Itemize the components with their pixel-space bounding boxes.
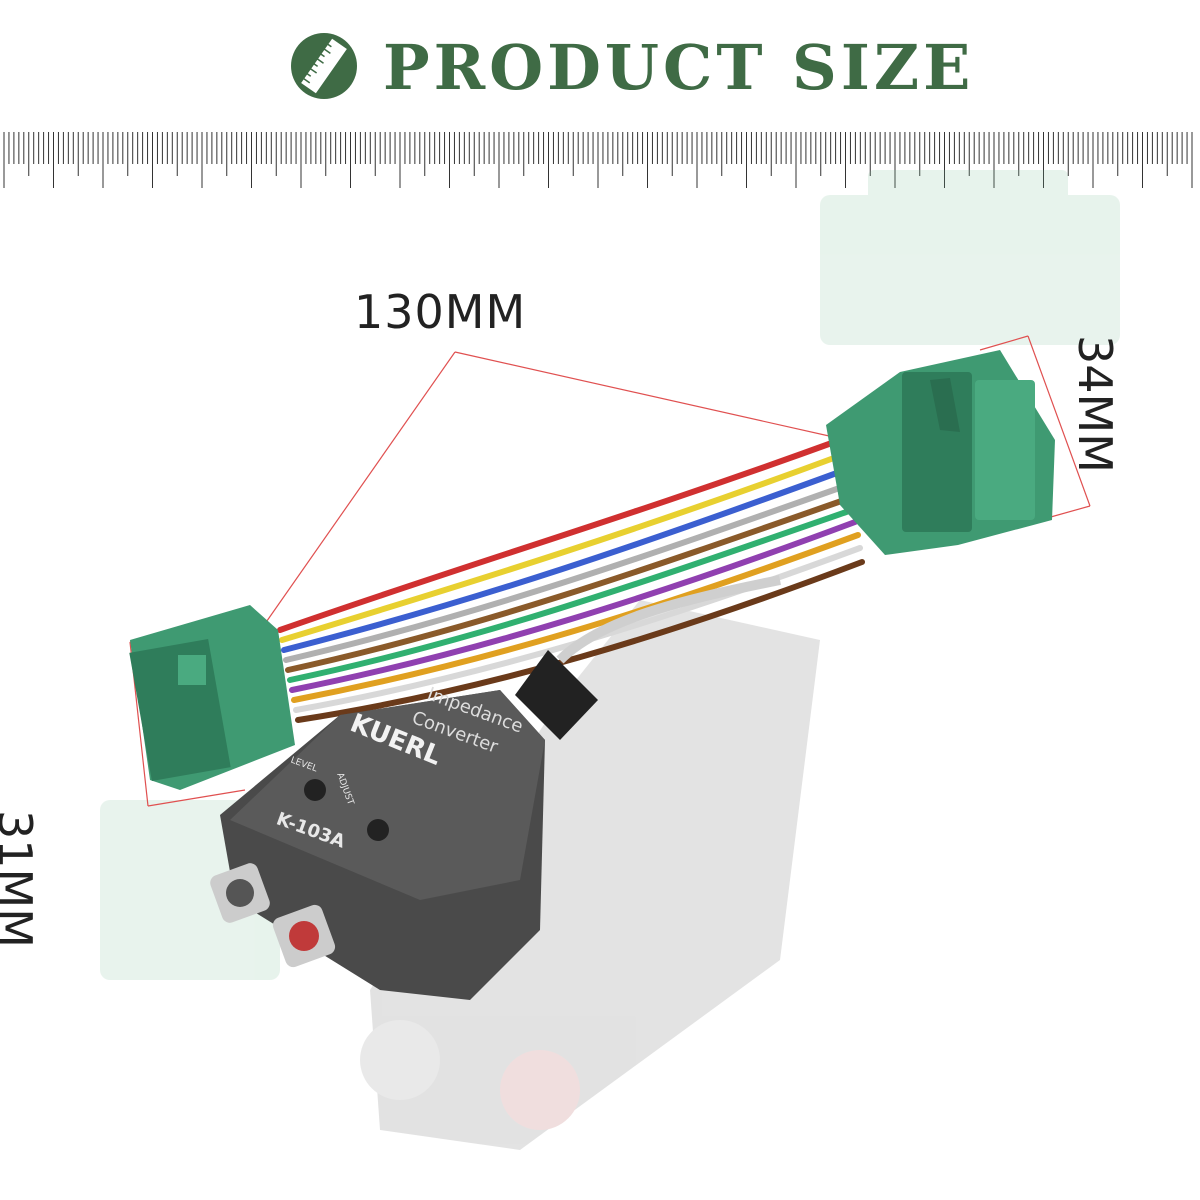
right-connector <box>826 350 1055 555</box>
ruler-scale <box>3 132 1193 188</box>
length-label: 130MM <box>354 285 527 339</box>
header: PRODUCT SIZE <box>0 28 1200 108</box>
right-connector-size-label: 34MM <box>1068 335 1122 473</box>
left-connector <box>129 605 295 790</box>
page-title: PRODUCT SIZE <box>383 31 975 104</box>
ghost-image <box>100 170 1120 1150</box>
wire-bundle <box>277 437 865 723</box>
impedance-converter <box>210 650 598 1000</box>
ruler-badge-icon <box>291 33 357 99</box>
rca-jack-white <box>210 863 270 923</box>
left-connector-size-label: 31MM <box>0 810 42 948</box>
rca-jack-red <box>272 904 336 968</box>
